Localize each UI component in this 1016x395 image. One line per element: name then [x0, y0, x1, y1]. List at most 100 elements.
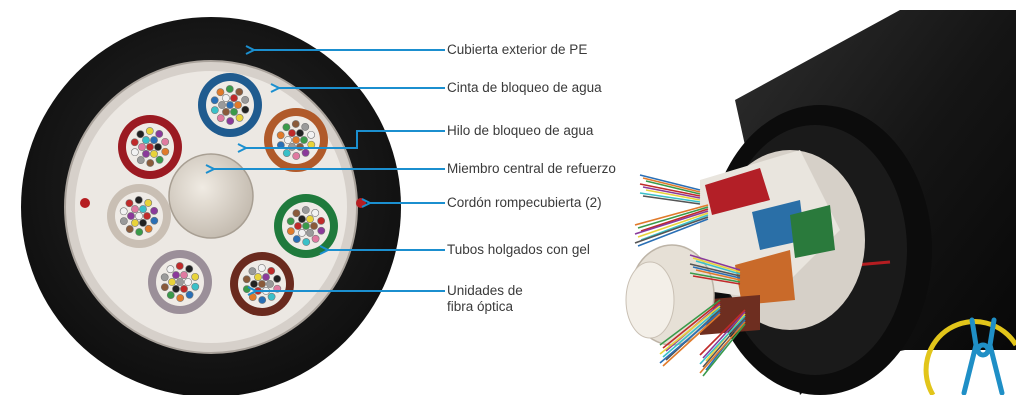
fiber-strand	[642, 186, 701, 199]
pliers-icon	[961, 317, 1005, 395]
fiber	[160, 273, 169, 282]
fiber-strand	[662, 313, 721, 367]
label-fiber-units-line1: Unidades de	[447, 283, 523, 298]
label-loose-tubes: Tubos holgados con gel	[447, 242, 590, 257]
fiber	[317, 226, 326, 235]
fiber	[125, 225, 134, 233]
fiber	[258, 296, 267, 304]
fiber	[130, 138, 139, 147]
fiber	[172, 271, 180, 279]
fiber-strand	[634, 216, 709, 244]
fiber	[146, 143, 154, 151]
fiber	[127, 212, 135, 220]
fiber	[143, 212, 151, 220]
label-outer-jacket: Cubierta exterior de PE	[447, 42, 588, 57]
fiber	[166, 265, 175, 274]
fiber-strand	[689, 263, 741, 277]
fiber	[222, 108, 230, 116]
fiber-strand	[640, 208, 709, 232]
fiber	[301, 206, 310, 214]
fiber	[144, 224, 153, 233]
fiber	[292, 152, 301, 160]
fiber	[288, 129, 296, 137]
fiber	[135, 212, 143, 220]
fiber-strand	[659, 305, 721, 355]
callout-arrows	[214, 50, 445, 291]
fiber	[273, 274, 282, 283]
logo-arc	[923, 319, 1016, 395]
fiber	[311, 234, 320, 243]
fiber	[250, 280, 258, 288]
fiber	[119, 217, 128, 226]
fiber	[226, 117, 235, 125]
fiber-strand	[639, 174, 701, 191]
fiber	[131, 219, 139, 227]
fiber	[139, 205, 147, 213]
fiber	[180, 285, 188, 293]
tube-3d-blue	[752, 200, 805, 250]
fiber	[248, 267, 257, 276]
fiber	[267, 267, 276, 275]
fiber	[150, 216, 159, 225]
fiber	[176, 278, 184, 286]
fiber	[234, 101, 242, 109]
fiber-strand	[695, 260, 741, 275]
fiber	[317, 216, 326, 225]
fiber-strand	[689, 272, 741, 283]
fiber-strand	[659, 299, 721, 346]
fiber	[185, 265, 194, 273]
fiber	[298, 215, 306, 223]
fiber	[291, 120, 300, 128]
fiber	[184, 278, 192, 286]
label-fiber-units: Unidades de fibra óptica	[447, 283, 587, 315]
white-tube	[107, 184, 171, 248]
fiber-strands	[634, 174, 746, 377]
fiber	[135, 228, 144, 236]
fiber	[230, 108, 238, 116]
fiber	[267, 292, 276, 301]
fiber-strand	[699, 315, 746, 365]
fiber-strand	[637, 212, 709, 238]
blue-tube	[198, 73, 262, 137]
fiber	[139, 219, 147, 227]
fiber-strand	[637, 218, 709, 247]
fiber	[138, 143, 146, 151]
fiber	[155, 155, 164, 164]
fiber	[235, 113, 244, 122]
fiber	[298, 229, 306, 237]
fiber	[175, 262, 184, 270]
fiber	[222, 94, 230, 102]
fiber-strand	[692, 275, 741, 285]
cross-section	[21, 17, 401, 395]
cable-3d-view	[625, 10, 1016, 395]
fiber-strand	[659, 311, 721, 364]
fiber	[176, 294, 185, 302]
fiber	[262, 273, 270, 281]
fiber	[168, 278, 176, 286]
ripcord-left	[80, 198, 90, 208]
fiber	[242, 275, 251, 284]
fiber	[166, 291, 175, 299]
fiber	[257, 264, 266, 272]
fiber	[160, 283, 169, 292]
fiber	[191, 272, 200, 281]
brand-logo	[923, 317, 1016, 395]
fiber	[150, 150, 158, 158]
fiber-strand	[702, 311, 746, 359]
fiber	[150, 206, 159, 215]
fiber-strand	[702, 317, 746, 368]
fiber	[306, 215, 314, 223]
fiber	[225, 85, 234, 93]
orange-tube	[264, 108, 328, 172]
fiber	[286, 217, 295, 226]
fiber	[185, 290, 194, 299]
fiber-strand	[634, 204, 709, 226]
fiber	[288, 143, 296, 151]
fiber	[218, 101, 226, 109]
fiber	[161, 147, 170, 156]
fiber	[306, 229, 314, 237]
fiber	[276, 131, 285, 140]
fiber	[119, 207, 128, 216]
fiber	[142, 150, 150, 158]
